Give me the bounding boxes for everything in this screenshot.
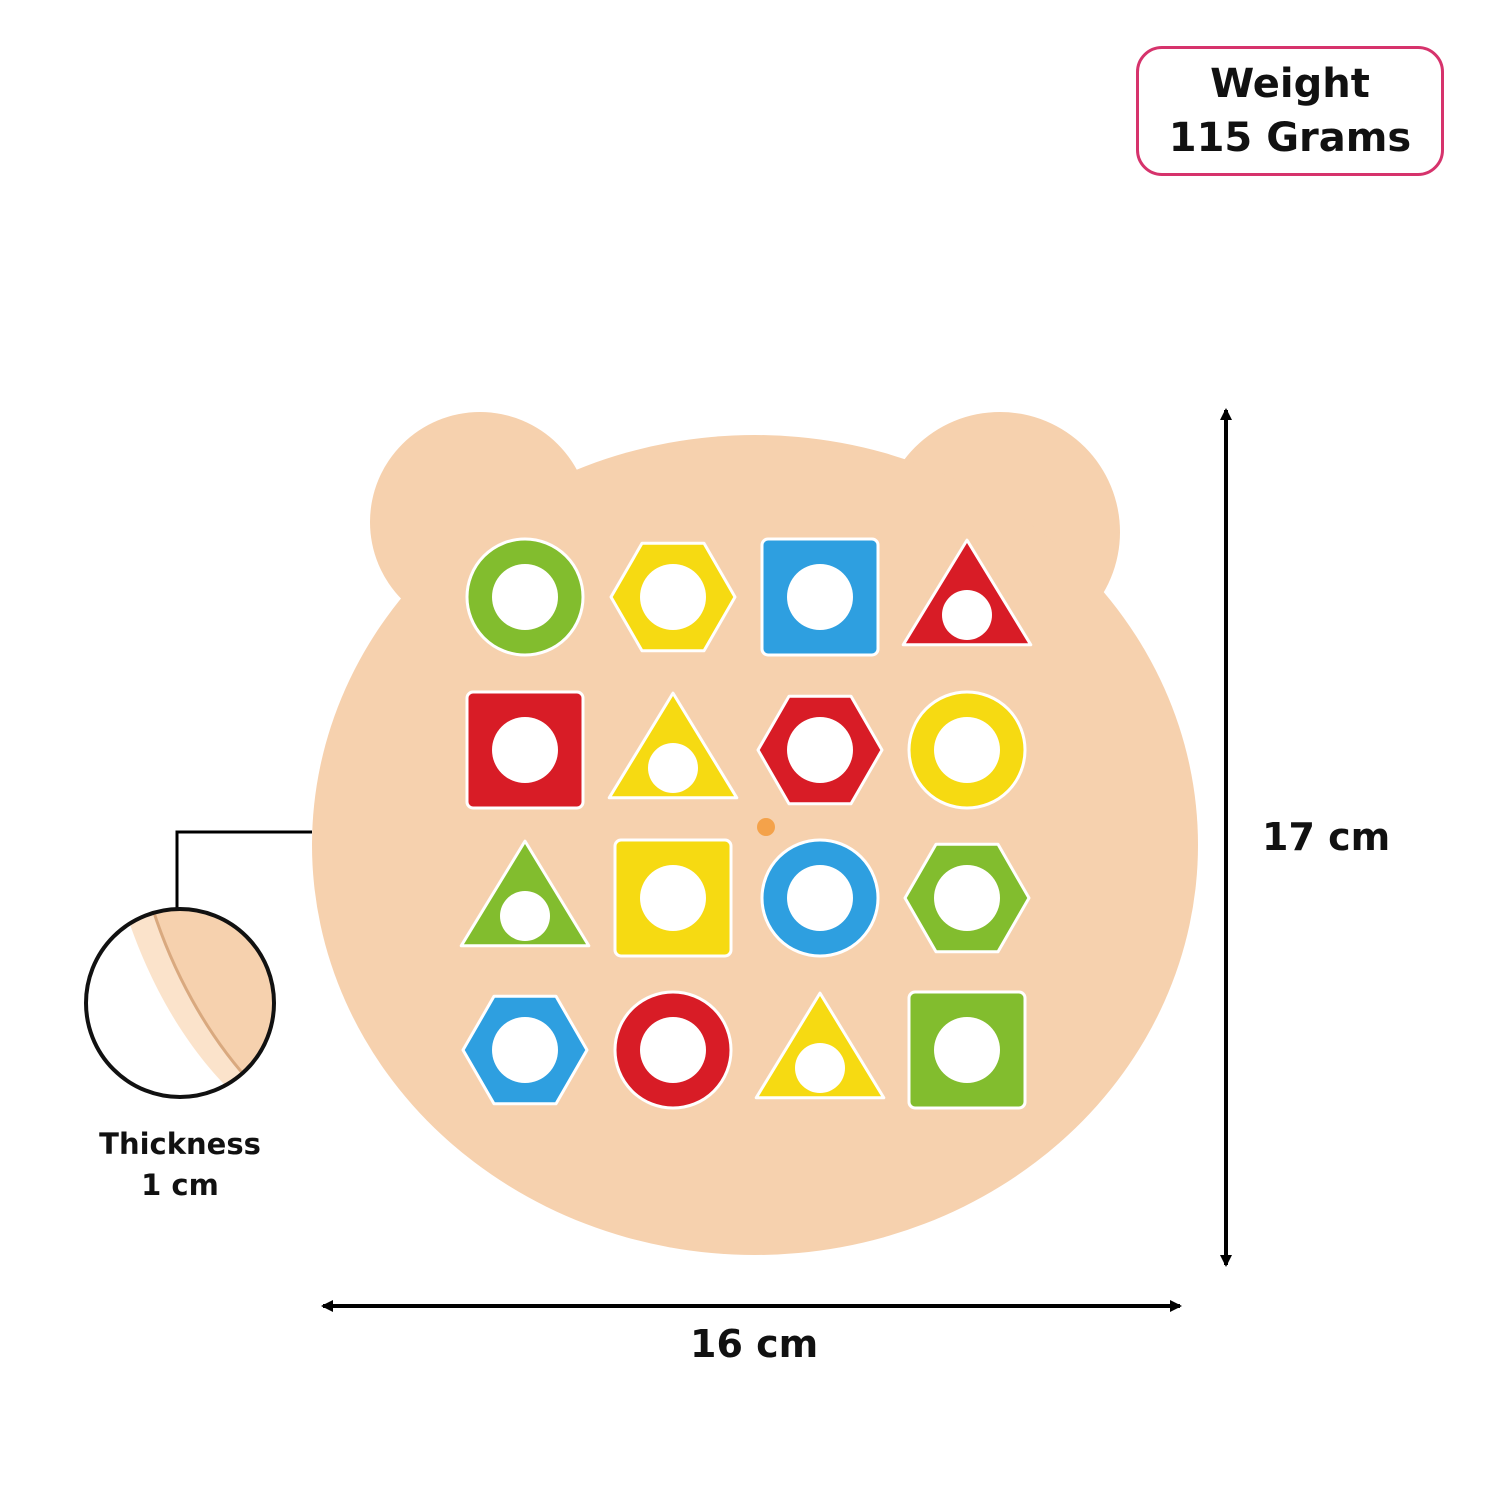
thickness-title: Thickness: [99, 1127, 261, 1161]
shape-piece-hole: [492, 1017, 558, 1083]
shape-puzzle-board: [312, 412, 1198, 1255]
shape-piece-hole: [934, 1017, 1000, 1083]
shape-piece-green-triangle[interactable]: [459, 839, 591, 948]
shape-piece-red-circle[interactable]: [613, 990, 733, 1110]
weight-label: Weight: [1210, 61, 1370, 107]
shape-piece-hole: [934, 865, 1000, 931]
shape-piece-hole: [640, 1017, 706, 1083]
shape-piece-red-triangle[interactable]: [901, 538, 1033, 647]
shape-piece-yellow-triangle[interactable]: [607, 691, 739, 800]
shape-piece-green-hexagon[interactable]: [903, 842, 1031, 954]
thickness-value: 1 cm: [141, 1168, 219, 1202]
thickness-detail-circle: [84, 907, 276, 1099]
shape-pieces-grid: [459, 537, 1033, 1110]
weight-badge: Weight 115 Grams: [1136, 46, 1444, 176]
shape-piece-hole: [942, 590, 992, 640]
shape-piece-hole: [795, 1043, 845, 1093]
height-label: 17 cm: [1262, 815, 1391, 859]
shape-piece-red-square[interactable]: [465, 690, 585, 810]
shape-piece-hole: [934, 717, 1000, 783]
weight-value: 115 Grams: [1168, 115, 1412, 161]
shape-piece-hole: [492, 717, 558, 783]
shape-piece-hole: [787, 865, 853, 931]
shape-piece-yellow-square[interactable]: [613, 838, 733, 958]
shape-piece-hole: [500, 891, 550, 941]
width-label: 16 cm: [690, 1322, 819, 1366]
thickness-label: Thickness 1 cm: [90, 1124, 270, 1206]
shape-piece-yellow-circle[interactable]: [907, 690, 1027, 810]
shape-piece-hole: [640, 865, 706, 931]
shape-piece-hole: [787, 564, 853, 630]
shape-piece-hole: [787, 717, 853, 783]
shape-piece-red-hexagon[interactable]: [756, 694, 884, 806]
board-body: [312, 435, 1198, 1255]
shape-piece-green-square[interactable]: [907, 990, 1027, 1110]
shape-piece-hole: [648, 743, 698, 793]
shape-piece-blue-hexagon[interactable]: [461, 994, 589, 1106]
shape-piece-yellow-hexagon[interactable]: [609, 541, 737, 653]
shape-piece-blue-square[interactable]: [760, 537, 880, 657]
shape-piece-green-circle[interactable]: [465, 537, 585, 657]
board-center-peg: [757, 818, 775, 836]
shape-piece-yellow-triangle[interactable]: [754, 991, 886, 1100]
thickness-callout-line: [175, 830, 312, 910]
shape-piece-hole: [492, 564, 558, 630]
shape-piece-hole: [640, 564, 706, 630]
shape-piece-blue-circle[interactable]: [760, 838, 880, 958]
